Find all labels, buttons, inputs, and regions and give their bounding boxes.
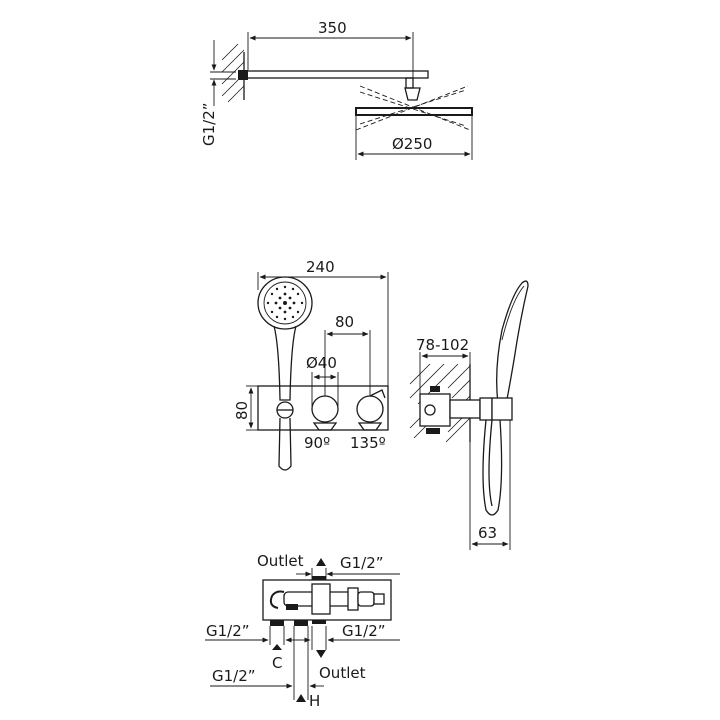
head-diameter-label: Ø250	[392, 135, 432, 153]
ball-joint	[404, 87, 421, 101]
plate-width-label: 240	[306, 258, 335, 276]
holder-side	[491, 397, 513, 421]
front-view: 240 80 Ø40 80 90º 135º	[233, 258, 389, 471]
inlet-thread-label: G1/2”	[200, 102, 218, 146]
hot-inlet-port	[294, 620, 308, 626]
wall-flange	[238, 70, 248, 80]
valve-top-view: Outlet G1/2” G1/2” C G1/2” Outlet G1/2” …	[205, 552, 400, 710]
outlet-bottom-arrow	[316, 650, 326, 658]
cold-label: C	[272, 654, 282, 672]
thread-bottom-left-label: G1/2”	[212, 667, 256, 685]
hand-shower-side	[496, 280, 529, 405]
valve-center-block	[311, 583, 331, 615]
hot-arrow	[296, 694, 306, 702]
inlet-elbow	[269, 590, 285, 609]
hand-depth-label: 63	[478, 524, 497, 542]
head-connector	[405, 77, 414, 89]
thread-right-label: G1/2”	[342, 622, 386, 640]
swivel-range	[355, 85, 471, 131]
valve-housing-outline	[262, 579, 392, 621]
arm-length-label: 350	[318, 19, 347, 37]
hand-shower-handle	[273, 325, 297, 401]
thread-top-right-label: G1/2”	[340, 554, 384, 572]
left-handle-knob	[311, 395, 339, 423]
hose-side	[482, 419, 503, 516]
outlet-top-label: Outlet	[257, 552, 304, 570]
cold-arrow	[272, 644, 282, 650]
handle-spacing-label: 80	[335, 313, 354, 331]
valve-stem	[449, 399, 481, 419]
right-handle-knob	[356, 395, 384, 423]
top-outlet-port	[312, 576, 326, 580]
cold-inlet-port	[270, 620, 284, 626]
shower-arm	[245, 70, 429, 79]
outlet-top-arrow	[316, 558, 326, 566]
side-view: 78-102 63	[409, 280, 529, 550]
spray-nozzles	[266, 285, 304, 321]
thread-left-label: G1/2”	[206, 622, 250, 640]
hose-connector	[278, 417, 292, 471]
hot-label: H	[309, 692, 320, 710]
plate-height-label: 80	[233, 401, 251, 420]
outlet-bottom-label: Outlet	[319, 664, 366, 682]
overhead-shower-view: G1/2” 350 Ø250	[200, 19, 473, 160]
angle-left-label: 90º	[304, 434, 330, 452]
handle-diameter-label: Ø40	[306, 354, 337, 372]
angle-right-label: 135º	[350, 434, 386, 452]
wall-depth-label: 78-102	[416, 336, 469, 354]
